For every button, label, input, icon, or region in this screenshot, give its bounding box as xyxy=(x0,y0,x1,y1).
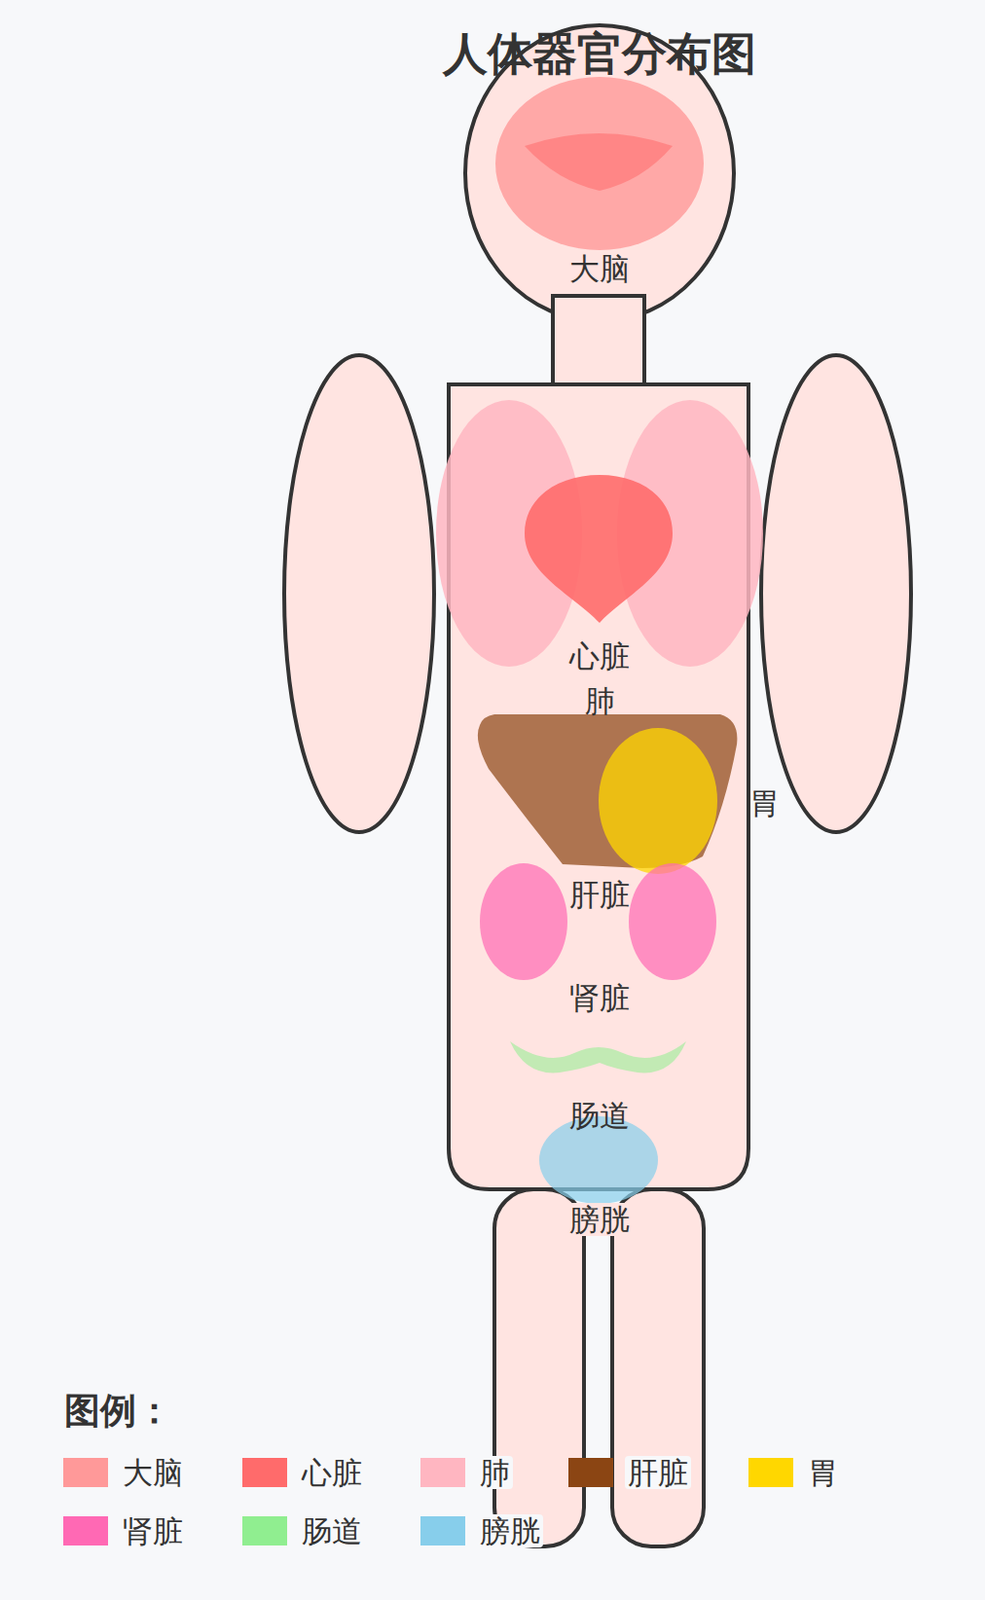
legend-swatch xyxy=(748,1458,794,1488)
organ-label: 肠道 xyxy=(566,1098,633,1132)
neck xyxy=(552,295,645,386)
organ-label: 肺 xyxy=(582,684,619,718)
legend-text: 膀胱 xyxy=(476,1514,544,1548)
legend-text: 肠道 xyxy=(298,1514,365,1548)
right-arm xyxy=(761,355,912,833)
left-kidney xyxy=(479,863,568,981)
right-kidney xyxy=(628,863,717,981)
legend-text: 肝脏 xyxy=(624,1456,692,1490)
organ-label: 肝脏 xyxy=(566,877,633,912)
organ-label: 大脑 xyxy=(566,252,633,286)
diagram-title: 人体器官分布图 xyxy=(438,29,761,79)
legend-swatch xyxy=(63,1458,109,1488)
intestine xyxy=(510,1041,687,1073)
left-leg xyxy=(494,1189,584,1547)
legend-swatch xyxy=(568,1458,614,1488)
right-leg xyxy=(612,1189,704,1547)
left-arm xyxy=(284,355,435,833)
legend-text: 胃 xyxy=(804,1456,841,1490)
heart xyxy=(524,474,673,623)
legend-text: 心脏 xyxy=(298,1456,365,1490)
stomach xyxy=(598,728,718,875)
legend-swatch xyxy=(242,1516,288,1546)
legend-heading: 图例： xyxy=(64,1391,173,1432)
brain xyxy=(495,76,704,251)
brain-inner xyxy=(524,133,673,191)
legend-swatch xyxy=(242,1458,288,1488)
legend-swatch xyxy=(420,1516,466,1546)
legend-text: 肾脏 xyxy=(119,1514,186,1548)
organ-label: 肾脏 xyxy=(566,981,633,1015)
organ-label: 膀胱 xyxy=(566,1203,633,1237)
legend-text: 肺 xyxy=(476,1456,513,1490)
legend-text: 大脑 xyxy=(119,1456,186,1490)
legend-swatch xyxy=(63,1516,109,1546)
legend-swatch xyxy=(420,1458,466,1488)
organ-label: 胃 xyxy=(746,786,783,820)
organ-label: 心脏 xyxy=(566,639,633,673)
